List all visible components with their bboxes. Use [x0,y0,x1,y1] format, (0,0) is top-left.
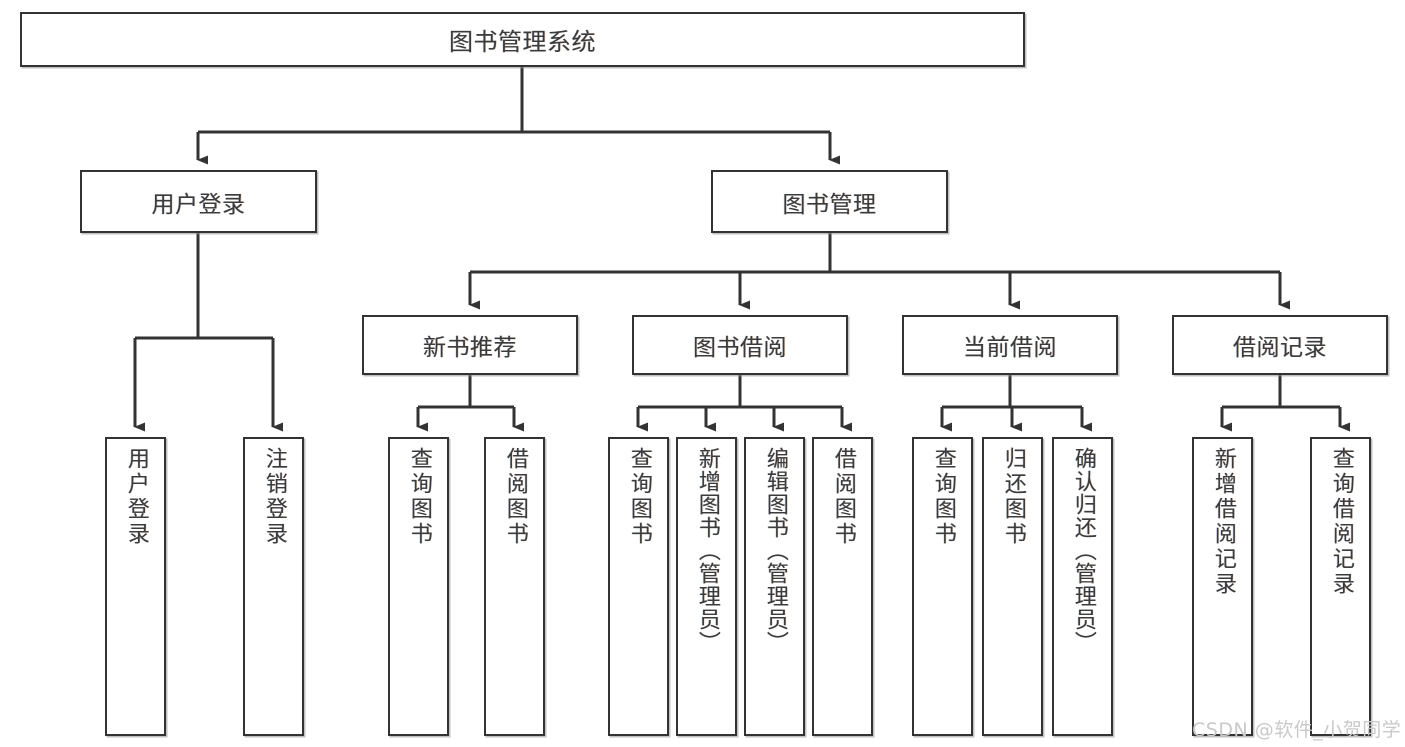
node-label: 注销登录 [261,447,287,547]
node-book-management[interactable]: 图书管理 [711,170,948,233]
node-new-book-recommend[interactable]: 新书推荐 [362,315,578,375]
node-label: 新增借阅记录 [1210,447,1236,597]
node-label: 图书管理 [782,191,877,218]
leaf-borrow-record-query[interactable]: 查询借阅记录 [1310,437,1371,736]
node-label: 新增图书（管理员） [694,447,720,654]
leaf-borrow-record-add[interactable]: 新增借阅记录 [1192,437,1253,736]
leaf-current-borrow-return[interactable]: 归还图书 [982,437,1043,736]
node-label: 图书管理系统 [449,28,596,56]
node-label: 借阅图书 [830,447,856,547]
leaf-current-borrow-query[interactable]: 查询图书 [912,437,973,736]
leaf-new-book-query[interactable]: 查询图书 [388,437,449,736]
csdn-watermark: CSDN @软件_小贺同学 [1192,719,1402,741]
node-label: 确认归还（管理员） [1070,447,1096,654]
leaf-user-login-login[interactable]: 用户登录 [105,437,166,736]
leaf-user-login-logout[interactable]: 注销登录 [243,437,304,736]
leaf-current-borrow-confirm-admin[interactable]: 确认归还（管理员） [1052,437,1113,736]
node-label: 查询图书 [626,447,652,547]
node-user-login[interactable]: 用户登录 [80,170,317,233]
node-label: 用户登录 [151,191,246,218]
node-label: 借阅图书 [502,447,528,547]
node-label: 当前借阅 [963,335,1057,361]
node-label: 归还图书 [1000,447,1026,547]
leaf-book-borrow-query[interactable]: 查询图书 [608,437,669,736]
leaf-new-book-borrow[interactable]: 借阅图书 [484,437,545,736]
leaf-book-borrow-add-admin[interactable]: 新增图书（管理员） [676,437,737,736]
node-book-management-system[interactable]: 图书管理系统 [20,12,1025,67]
node-label: 用户登录 [123,447,149,547]
node-label: 图书借阅 [693,335,787,361]
node-book-borrow[interactable]: 图书借阅 [632,315,848,375]
node-borrow-record[interactable]: 借阅记录 [1172,315,1388,375]
node-label: 查询图书 [930,447,956,547]
node-label: 借阅记录 [1233,335,1327,361]
node-label: 查询图书 [406,447,432,547]
node-label: 新书推荐 [423,335,517,361]
node-label: 查询借阅记录 [1328,447,1354,597]
node-label: 编辑图书（管理员） [762,447,788,654]
leaf-book-borrow-borrow[interactable]: 借阅图书 [812,437,873,736]
node-current-borrow[interactable]: 当前借阅 [902,315,1118,375]
leaf-book-borrow-edit-admin[interactable]: 编辑图书（管理员） [744,437,805,736]
